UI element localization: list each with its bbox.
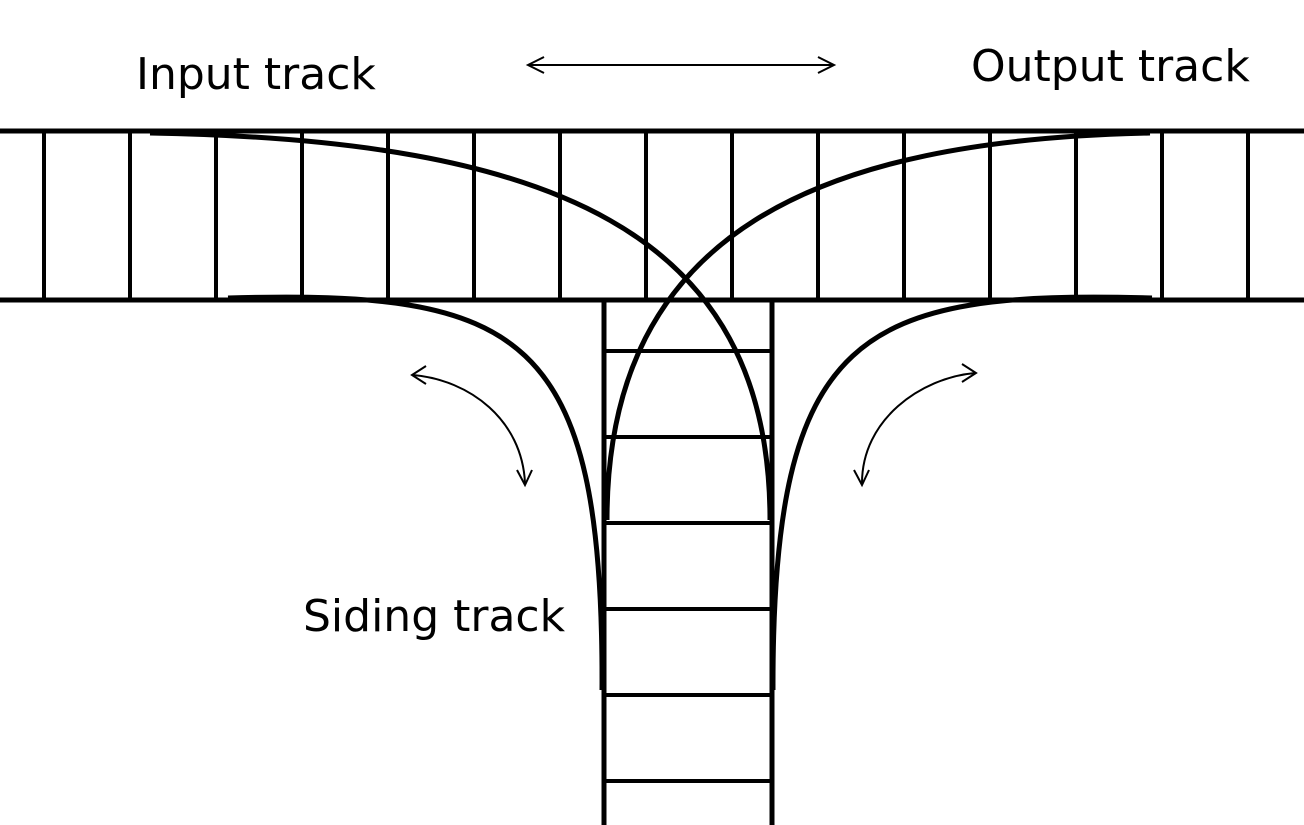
arrow-head-right: [817, 56, 837, 74]
switch-curve-input-outer: [149, 130, 773, 521]
arrow-head-start: [410, 365, 427, 385]
curved-double-arrow-left-icon: [410, 365, 533, 488]
siding-track-sleepers: [604, 349, 772, 783]
arrow-head-end: [853, 469, 870, 488]
siding-track-label: Siding track: [303, 591, 566, 642]
curved-double-arrow-right-icon: [853, 363, 978, 488]
switch-curve-output-inner: [770, 294, 1153, 691]
arrow-head-start: [961, 363, 978, 383]
switch-curve-input-inner: [227, 294, 605, 691]
arrow-head-left: [525, 56, 545, 74]
switch-curve-output-outer: [604, 130, 1151, 521]
arrow-arc: [412, 374, 526, 484]
main-track-sleepers: [42, 131, 1250, 300]
horizontal-double-arrow-icon: [525, 56, 837, 74]
input-track-label: Input track: [136, 49, 376, 100]
arrow-arc: [861, 372, 976, 484]
arrow-head-end: [516, 469, 533, 488]
output-track-label: Output track: [971, 41, 1250, 92]
